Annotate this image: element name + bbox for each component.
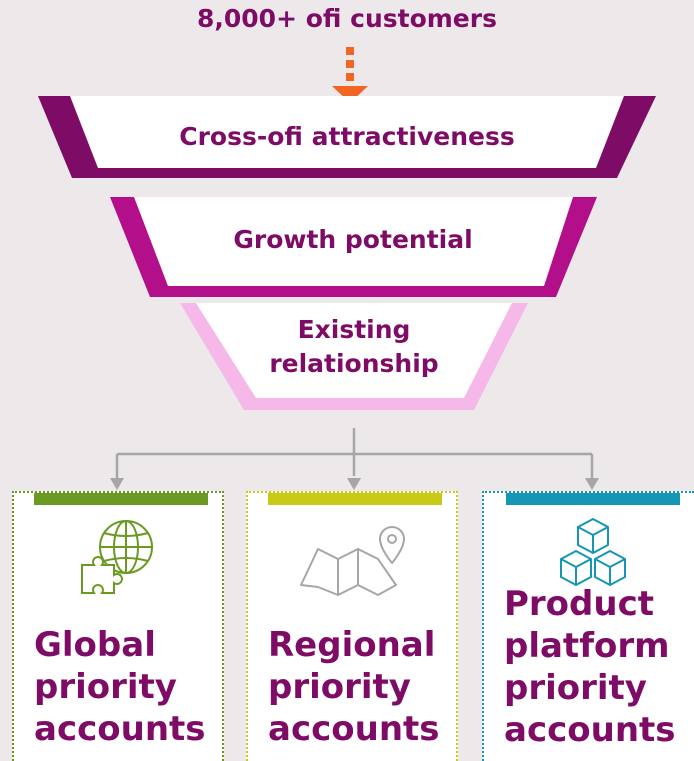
card-product-platform: Product platform priority accounts — [482, 491, 694, 761]
map-pin-icon — [300, 526, 405, 596]
card-regional: Regional priority accounts — [246, 491, 458, 761]
card-accent-bar — [268, 493, 442, 505]
card-label-product-platform: Product platform priority accounts — [504, 584, 676, 750]
card-global: Global priority accounts — [12, 491, 224, 761]
funnel-layer-existing — [180, 303, 528, 410]
card-accent-bar — [506, 493, 680, 505]
layer-label-existing: Existing relationship — [269, 315, 439, 378]
funnel-layer-growth — [110, 197, 597, 297]
card-accent-bar — [34, 493, 208, 505]
connector-lines — [115, 428, 594, 480]
layer-label-growth: Growth potential — [233, 225, 473, 254]
card-label-regional: Regional priority accounts — [268, 625, 440, 749]
funnel-layer-cross-ofi — [38, 96, 656, 178]
connector-arrowheads — [110, 478, 599, 490]
customer-count-header: 8,000+ ofi customers — [197, 4, 497, 33]
globe-puzzle-icon — [81, 520, 153, 594]
card-label-global: Global priority accounts — [34, 625, 206, 749]
cubes-icon — [560, 518, 626, 586]
entry-arrow — [332, 47, 368, 103]
layer-label-cross-ofi: Cross-ofi attractiveness — [179, 122, 515, 151]
